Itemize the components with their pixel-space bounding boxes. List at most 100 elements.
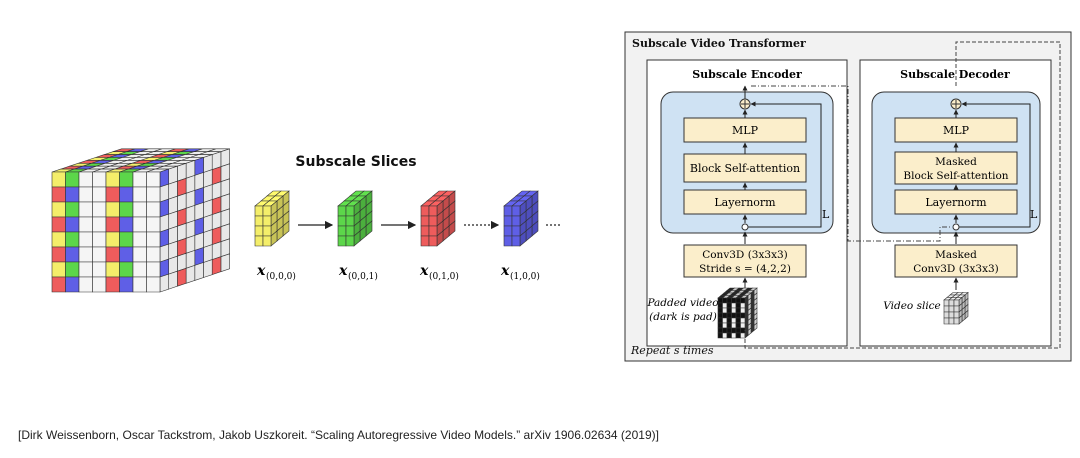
svg-text:x: x	[338, 263, 348, 279]
voxel-front	[345, 215, 355, 227]
voxel-front	[132, 171, 147, 188]
voxel-front	[51, 216, 66, 233]
svg-text:(0,0,1): (0,0,1)	[348, 271, 378, 282]
decoder-split-node	[952, 223, 960, 231]
voxel-front	[254, 225, 264, 237]
voxel-front	[717, 322, 723, 329]
voxel-front	[262, 225, 272, 237]
encoder-conv-box	[683, 244, 807, 278]
voxel-front	[119, 216, 134, 233]
voxel-front	[92, 216, 107, 233]
voxel-front	[428, 225, 438, 237]
decoder-conv-box	[894, 244, 1018, 278]
voxel-front	[717, 312, 723, 319]
voxel-side	[194, 262, 204, 281]
slice-cubes	[254, 190, 539, 247]
voxel-front	[731, 322, 737, 329]
video-slice-label: Video slice	[883, 300, 941, 312]
padded-video-label-1: Padded video	[646, 297, 718, 309]
voxel-front	[726, 332, 732, 339]
encoder-mlp-label: MLP	[732, 124, 759, 137]
padded-video-label-2: (dark is pad)	[649, 311, 717, 323]
voxel-front	[420, 235, 430, 247]
voxel-front	[722, 312, 728, 319]
voxel-front	[78, 216, 93, 233]
decoder-attention-label-2: Block Self-attention	[903, 170, 1008, 182]
voxel-front	[511, 205, 521, 217]
decoder-attention-label-1: Masked	[935, 156, 977, 168]
voxel-front	[92, 276, 107, 293]
voxel-front	[146, 171, 161, 188]
decoder-attention-box	[894, 151, 1018, 185]
voxel-front	[119, 246, 134, 263]
voxel-front	[735, 317, 741, 324]
voxel-front	[119, 171, 134, 188]
voxel-front	[78, 276, 93, 293]
svg-text:x: x	[256, 263, 266, 279]
voxel-front	[51, 171, 66, 188]
voxel-front	[105, 186, 120, 203]
voxel-front	[65, 246, 80, 263]
voxel-front	[337, 205, 347, 217]
voxel-front	[78, 231, 93, 248]
voxel-front	[132, 276, 147, 293]
voxel-front	[717, 302, 723, 309]
voxel-front	[65, 186, 80, 203]
subscale-slices-title: Subscale Slices	[295, 154, 416, 170]
slice-label-2: x (0,1,0)	[419, 263, 459, 282]
slice-label-0: x (0,0,0)	[256, 263, 296, 282]
voxel-front	[119, 261, 134, 278]
voxel-front	[146, 246, 161, 263]
voxel-front	[65, 261, 80, 278]
voxel-front	[105, 246, 120, 263]
encoder-split-node	[741, 223, 749, 231]
voxel-front	[92, 231, 107, 248]
voxel-front	[132, 231, 147, 248]
voxel-front	[105, 201, 120, 218]
voxel-front	[105, 216, 120, 233]
encoder-attention-box	[683, 153, 807, 183]
decoder-repeat-L: L	[1030, 208, 1038, 221]
voxel-front	[943, 299, 950, 307]
voxel-front	[735, 327, 741, 334]
voxel-front	[420, 205, 430, 217]
voxel-front	[503, 235, 513, 247]
voxel-front	[51, 276, 66, 293]
svg-text:x: x	[419, 263, 429, 279]
decoder-layernorm-box	[894, 189, 1018, 215]
voxel-front	[731, 297, 737, 304]
voxel-front	[105, 231, 120, 248]
voxel-front	[132, 216, 147, 233]
voxel-front	[146, 201, 161, 218]
voxel-front	[119, 186, 134, 203]
voxel-front	[146, 231, 161, 248]
voxel-front	[740, 312, 746, 319]
voxel-front	[726, 312, 732, 319]
decoder-mlp-box	[894, 117, 1018, 143]
voxel-front	[726, 297, 732, 304]
voxel-front	[735, 312, 741, 319]
voxel-front	[78, 171, 93, 188]
voxel-front	[337, 235, 347, 247]
voxel-front	[119, 201, 134, 218]
voxel-front	[948, 317, 955, 325]
voxel-front	[146, 276, 161, 293]
encoder-decoder-connection	[751, 85, 951, 242]
decoder-mlp-label: MLP	[943, 124, 970, 137]
voxel-front	[51, 186, 66, 203]
slice-label-1: x (0,0,1)	[338, 263, 378, 282]
slice-label-3: x (1,0,0)	[500, 263, 540, 282]
voxel-front	[262, 215, 272, 227]
voxel-front	[51, 261, 66, 278]
voxel-front	[105, 276, 120, 293]
voxel-front	[731, 312, 737, 319]
voxel-front	[51, 231, 66, 248]
voxel-front	[717, 317, 723, 324]
voxel-front	[262, 235, 272, 247]
voxel-front	[51, 246, 66, 263]
voxel-front	[953, 305, 960, 313]
voxel-front	[731, 302, 737, 309]
voxel-front	[717, 297, 723, 304]
voxel-front	[731, 332, 737, 339]
